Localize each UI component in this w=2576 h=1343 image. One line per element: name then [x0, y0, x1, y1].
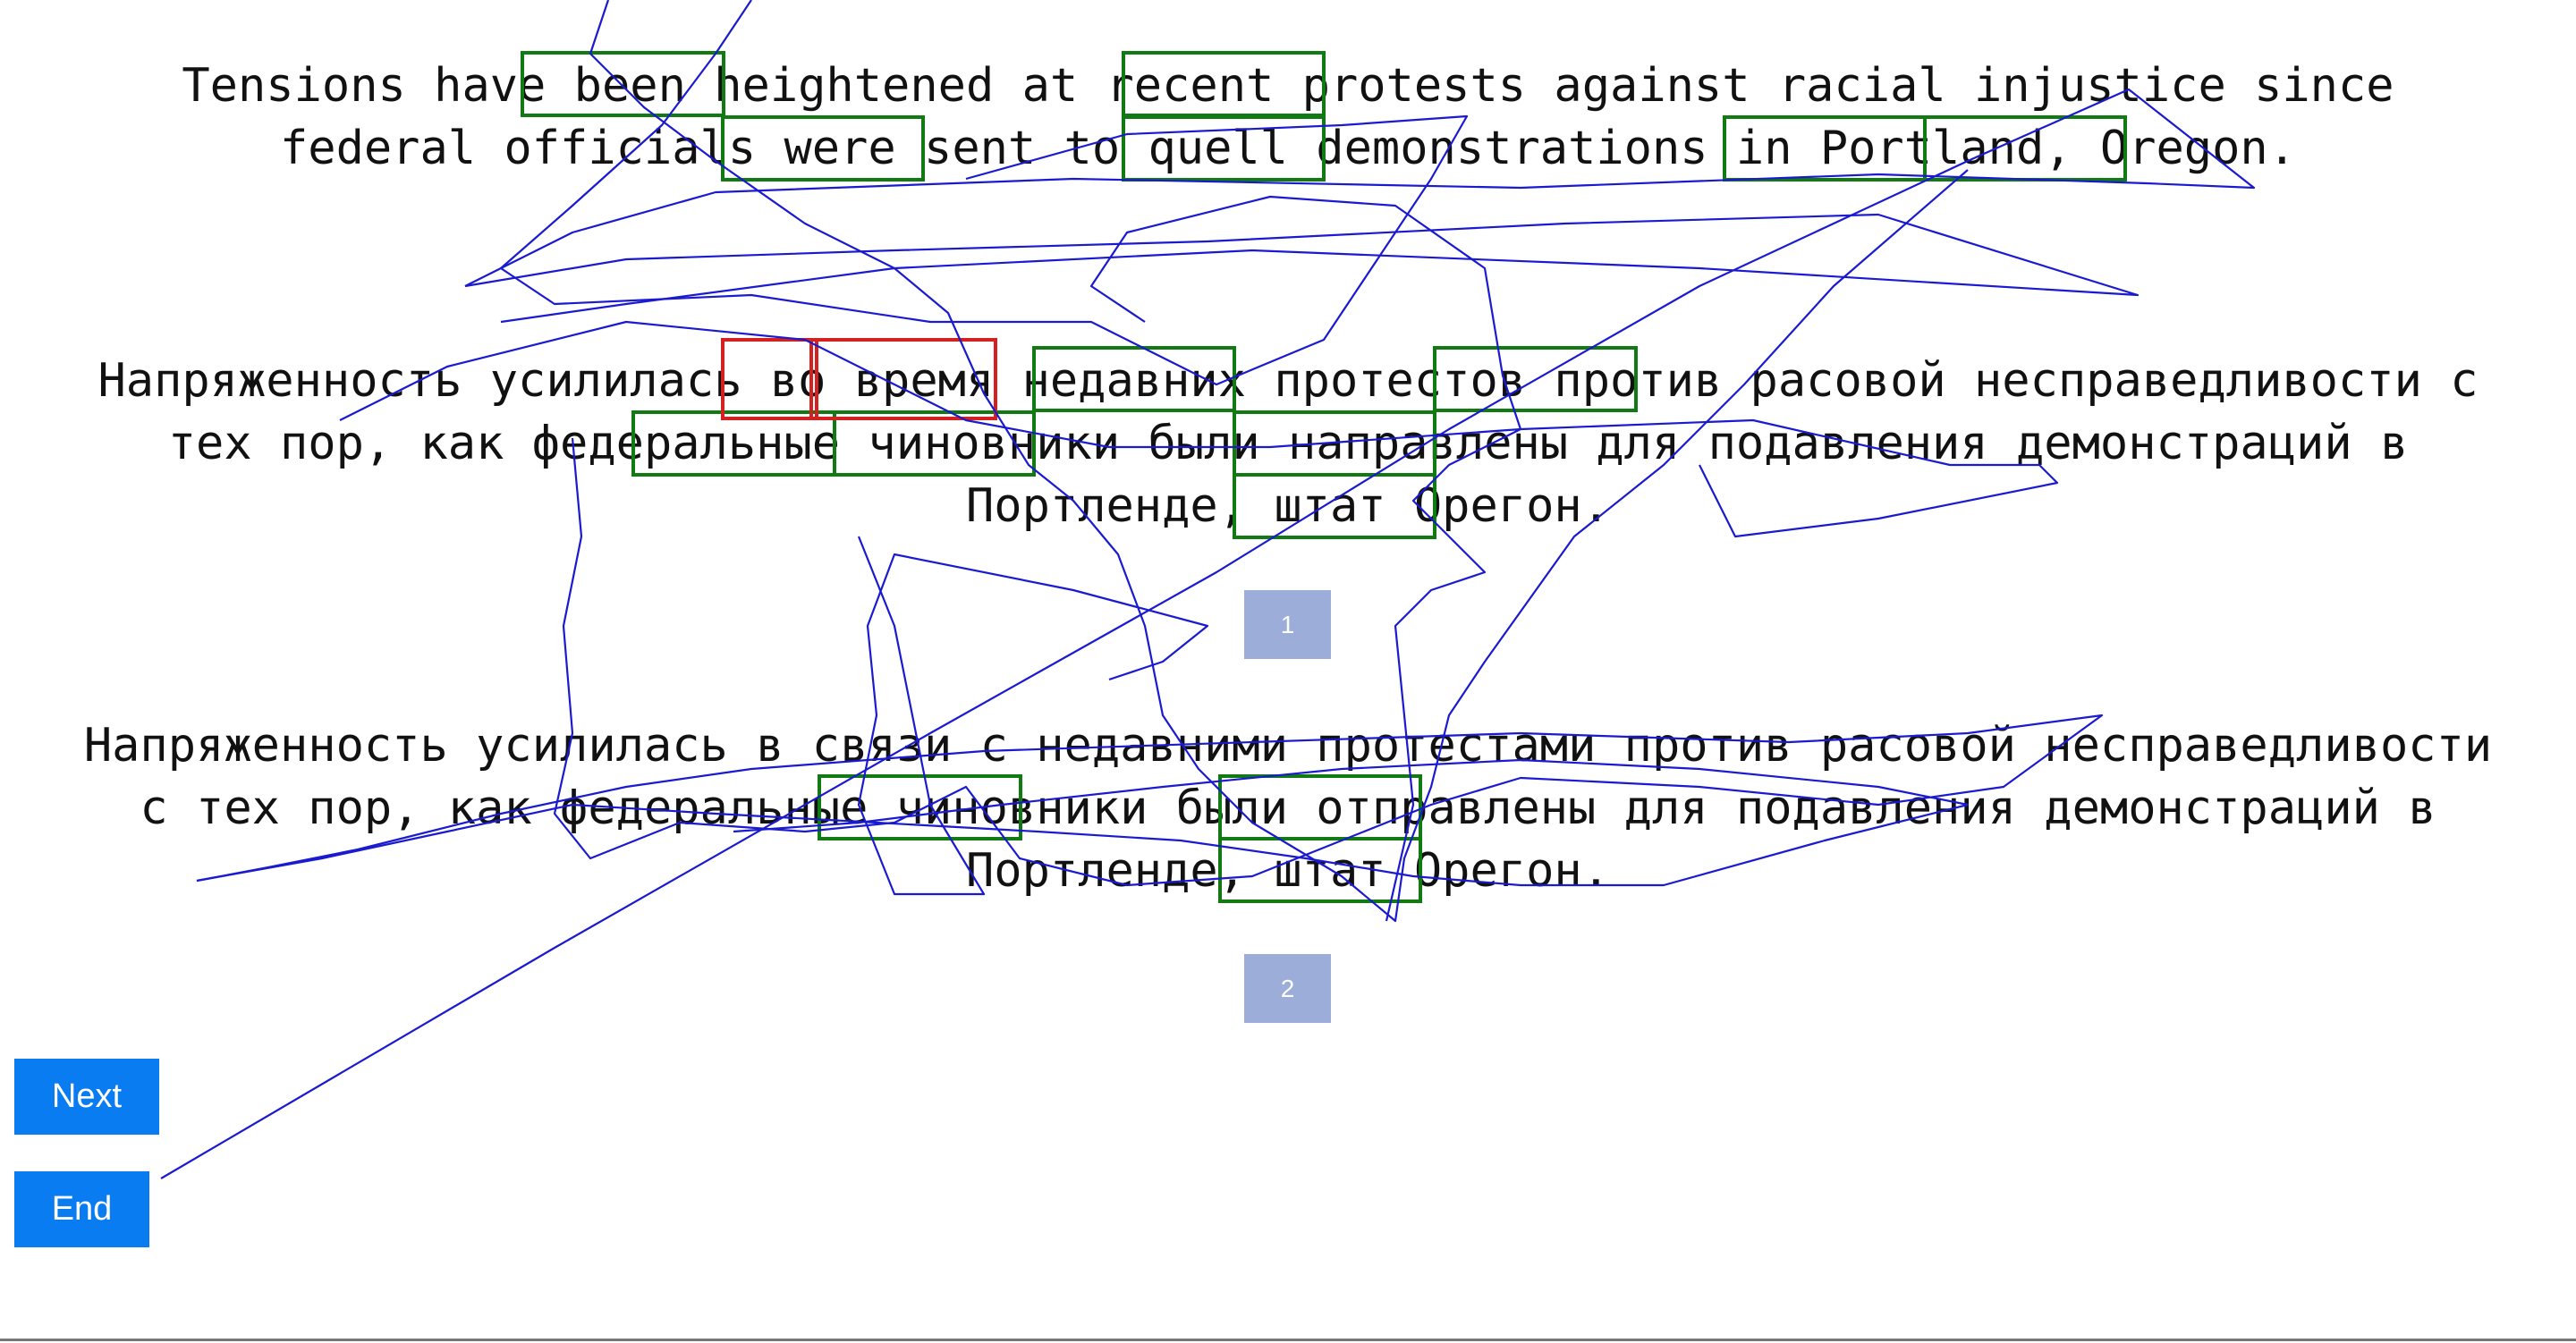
end-button[interactable]: End: [14, 1171, 149, 1247]
translation-line: Напряженность усилилась во время недавни…: [97, 354, 2479, 408]
next-button[interactable]: Next: [14, 1059, 159, 1135]
source-sentence: Tensions have been heightened at recent …: [0, 55, 2576, 180]
translation-line: с тех пор, как федеральные чиновники был…: [140, 781, 2436, 835]
source-line: federal officials were sent to quell dem…: [279, 122, 2297, 175]
gaze-path: [464, 213, 2140, 324]
translation-line: тех пор, как федеральные чиновники были …: [167, 417, 2409, 470]
translation-line: Портленде, штат Орегон.: [965, 479, 1611, 533]
translation-number-badge: 2: [1244, 954, 1331, 1023]
translation-line: Портленде, штат Орегон.: [965, 844, 1611, 898]
translation-1: Напряженность усилилась во время недавни…: [0, 350, 2576, 537]
translation-line: Напряженность усилилась в связи с недавн…: [83, 719, 2493, 773]
bottom-divider: [0, 1339, 2576, 1341]
source-line: Tensions have been heightened at recent …: [182, 59, 2394, 113]
translation-number-badge: 1: [1244, 590, 1331, 659]
gaze-path: [160, 88, 2256, 1179]
translation-2: Напряженность усилилась в связи с недавн…: [0, 714, 2576, 902]
